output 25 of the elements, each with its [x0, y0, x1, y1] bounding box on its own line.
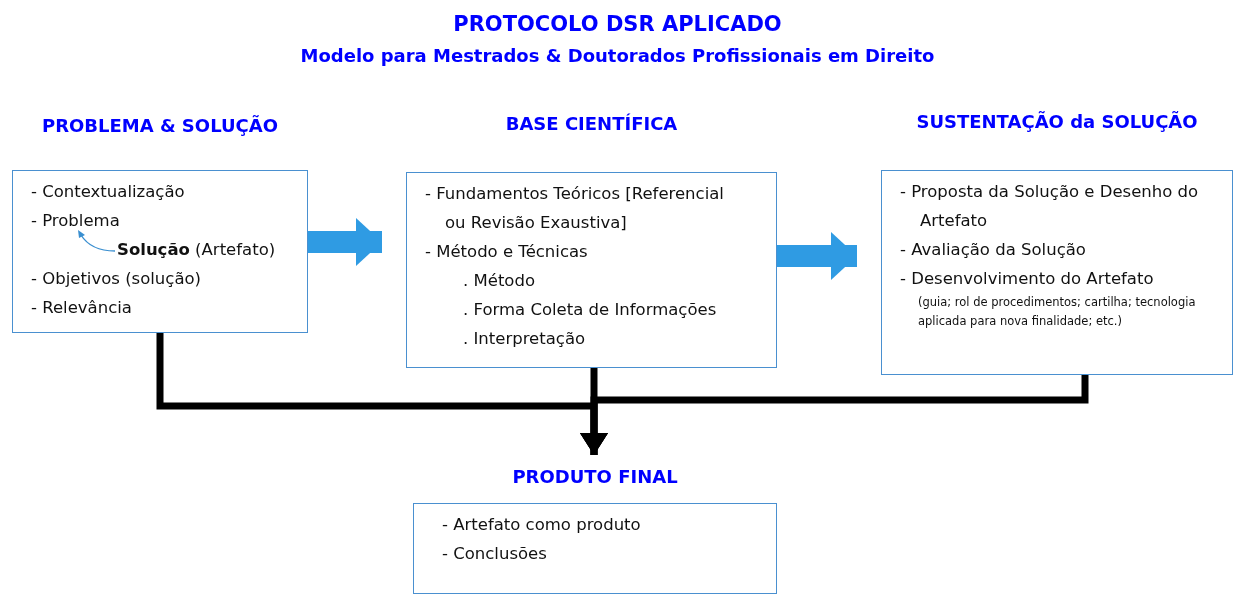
- list-item: - Desenvolvimento do Artefato: [900, 268, 1155, 290]
- list-item: . Método: [463, 270, 536, 292]
- note-text: (guia; rol de procedimentos; cartilha; tecnologia aplicada para nova finalidade; etc.): [918, 294, 1197, 330]
- section-heading: BASE CIENTÍFICA: [505, 113, 678, 134]
- list-item: . Forma Coleta de Informações: [463, 299, 718, 321]
- section-heading: SUSTENTAÇÃO da SOLUÇÃO: [916, 111, 1198, 132]
- diagram-title: PROTOCOLO DSR APLICADO: [452, 12, 783, 36]
- list-item: - Problema: [31, 210, 121, 232]
- block-arrow: [308, 218, 382, 266]
- list-item: - Método e Técnicas: [425, 241, 589, 263]
- list-item: . Interpretação: [463, 328, 587, 350]
- list-item: - Objetivos (solução): [31, 268, 203, 290]
- list-item: - Proposta da Solução e Desenho do Artefato: [900, 181, 1200, 232]
- section-heading: PROBLEMA & SOLUÇÃO: [41, 115, 279, 136]
- list-item: - Fundamentos Teóricos [Referencial ou Revisão Exaustiva]: [425, 183, 725, 234]
- block-arrow: [777, 232, 857, 280]
- list-item: - Avaliação da Solução: [900, 239, 1087, 261]
- connector-arrow: [580, 375, 1089, 455]
- section-heading: PRODUTO FINAL: [512, 466, 678, 487]
- list-item: - Conclusões: [442, 543, 548, 565]
- diagram-subtitle: Modelo para Mestrados & Doutorados Profissionais em Direito: [299, 45, 936, 66]
- list-item: Solução (Artefato): [117, 239, 277, 261]
- list-item: - Contextualização: [31, 181, 186, 203]
- list-item: - Relevância: [31, 297, 133, 319]
- list-item: - Artefato como produto: [442, 514, 642, 536]
